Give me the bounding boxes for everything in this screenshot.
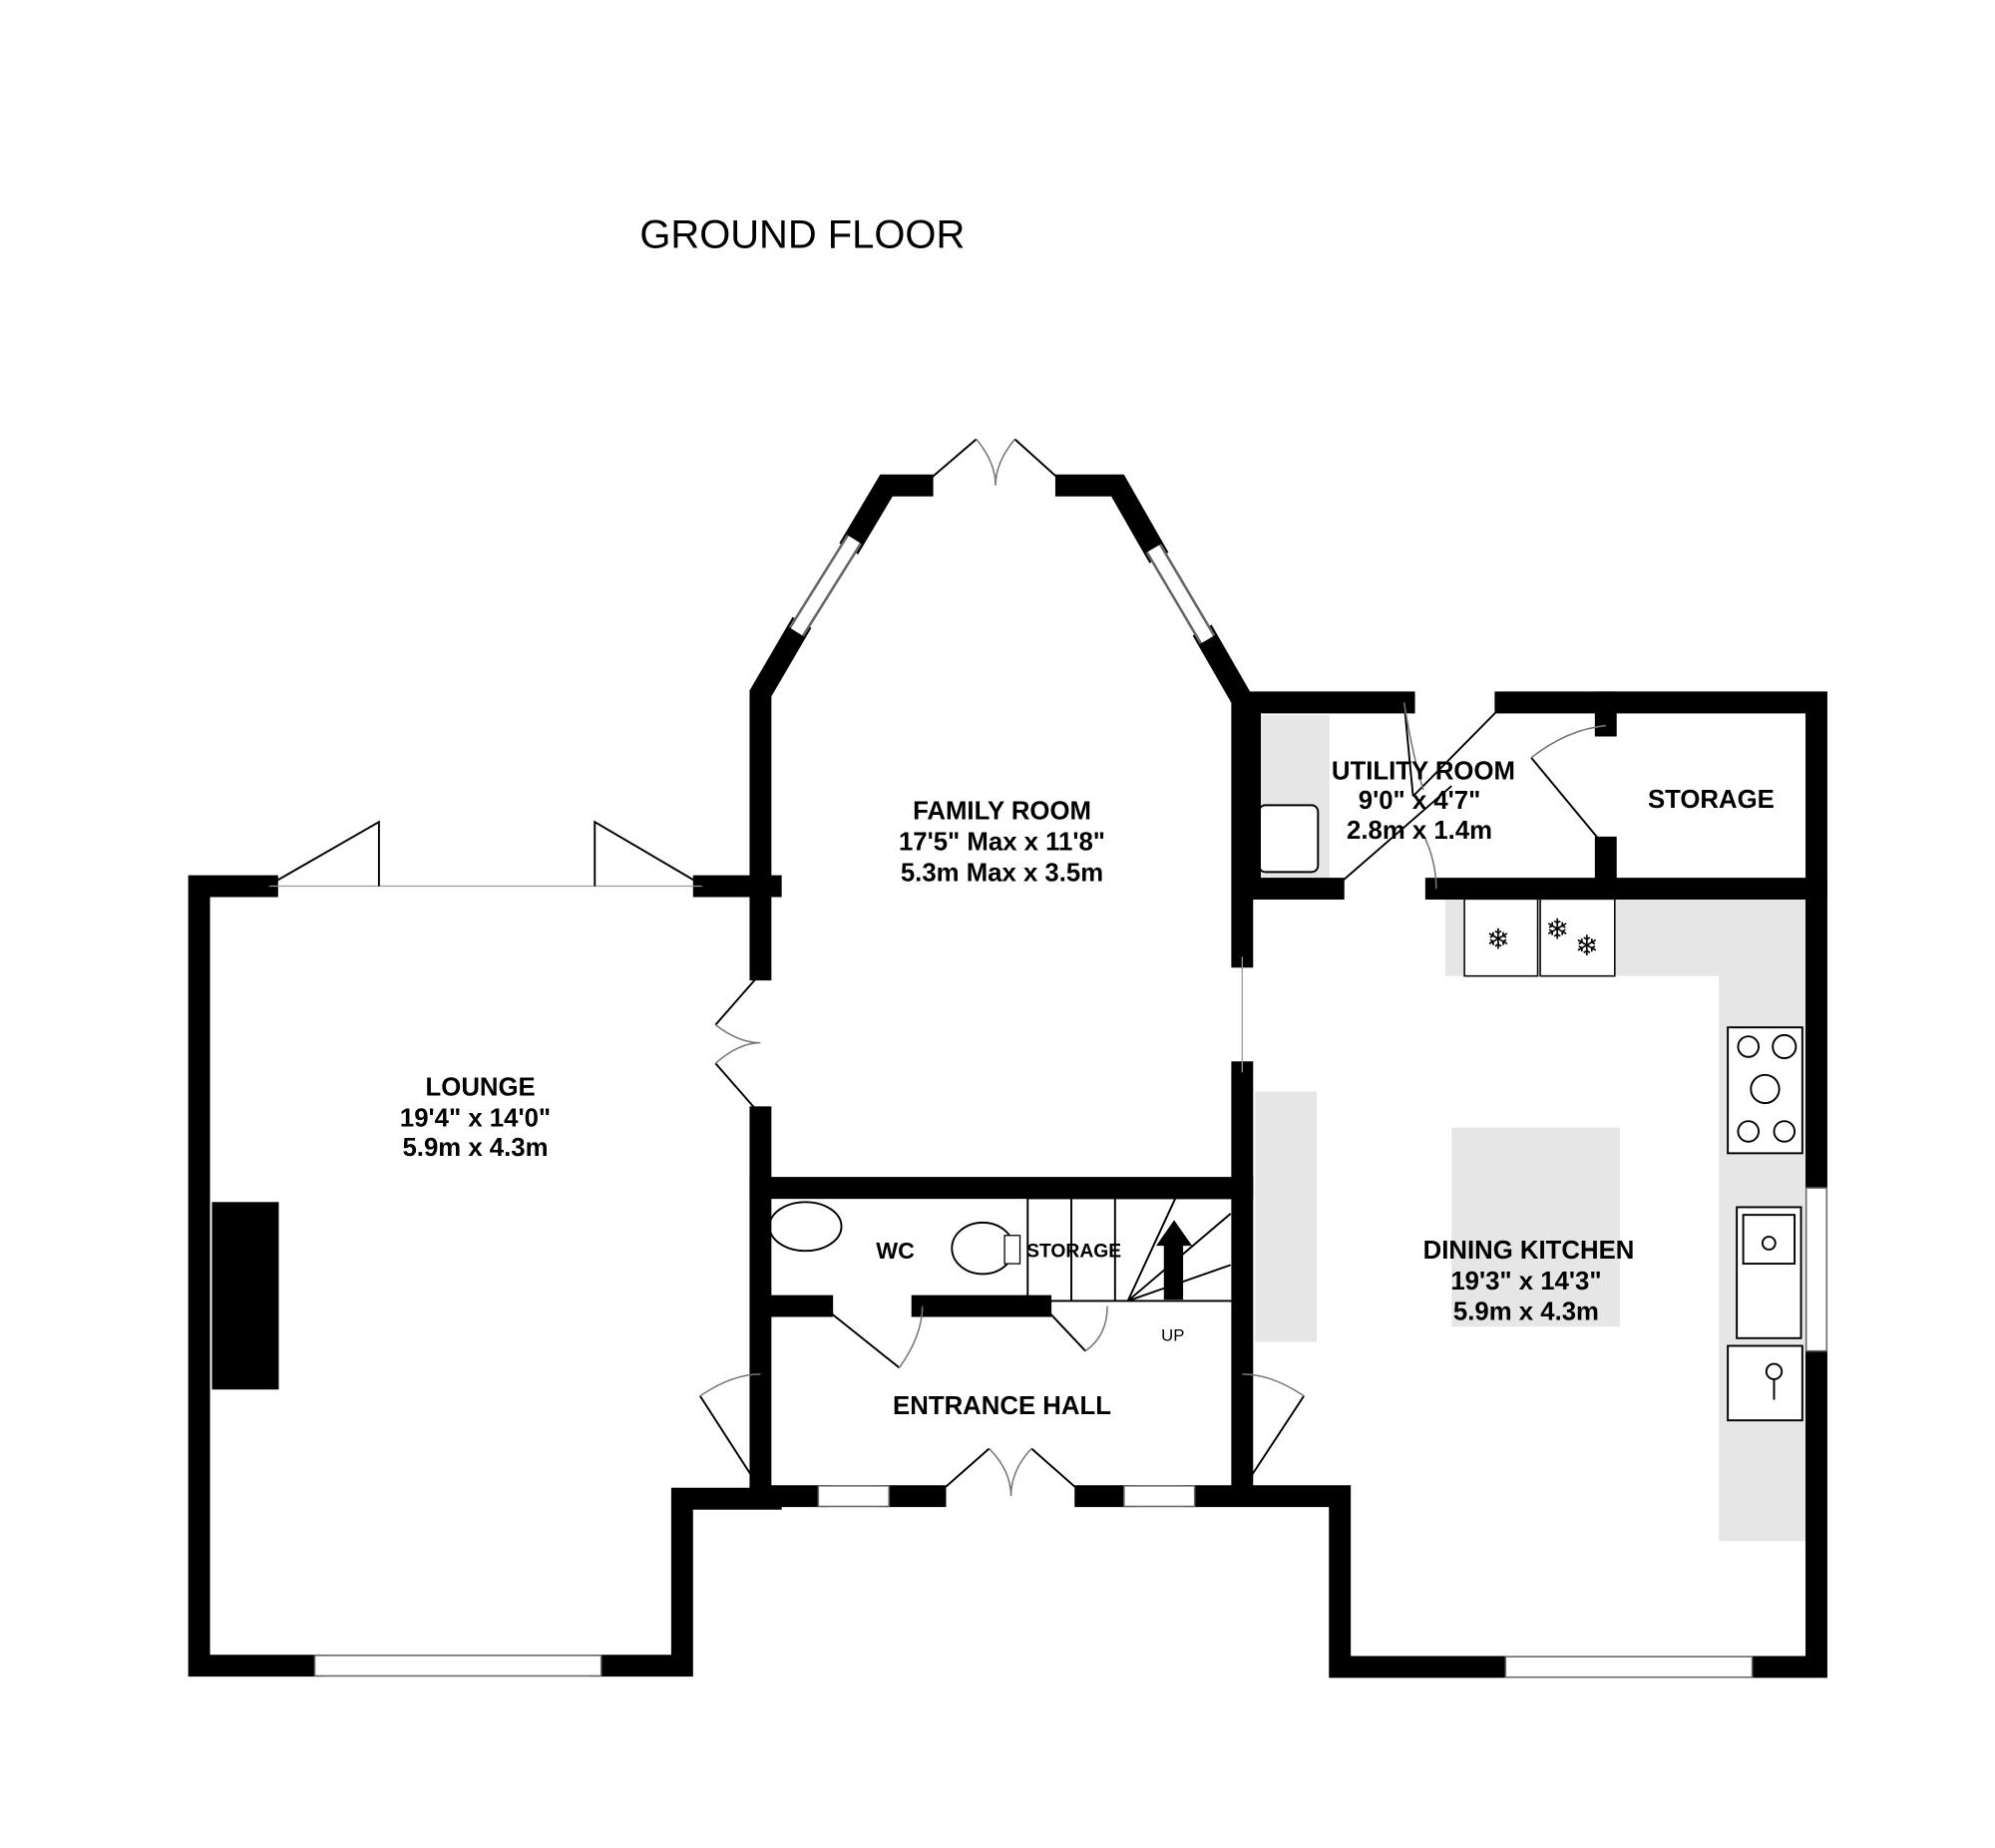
- room-dimensions-imperial: 17'5" Max x 11'8": [899, 828, 1105, 856]
- room-entrance-hall: ENTRANCE HALL: [893, 1392, 1111, 1420]
- room-storage-utility: STORAGE: [1648, 786, 1775, 814]
- room-dimensions-imperial: 19'3" x 14'3": [1450, 1268, 1601, 1295]
- room-family-room: FAMILY ROOM 17'5" Max x 11'8" 5.3m Max x…: [899, 798, 1105, 888]
- room-lounge: LOUNGE 19'4" x 14'0" 5.9m x 4.3m: [400, 1073, 551, 1162]
- doors: [266, 438, 1607, 1497]
- up-arrow-icon: [1156, 1220, 1193, 1300]
- room-dimensions-imperial: 9'0" x 4'7": [1359, 787, 1481, 815]
- room-utility-room: UTILITY ROOM 9'0" x 4'7" 2.8m x 1.4m: [1332, 758, 1515, 845]
- room-name: DINING KITCHEN: [1423, 1237, 1635, 1265]
- freezer-icon: [1539, 898, 1616, 977]
- room-dimensions-metric: 5.9m x 4.3m: [1453, 1298, 1599, 1326]
- window: [1504, 1656, 1754, 1678]
- utility-sink-icon: [1258, 804, 1320, 874]
- kitchen-worktop-left: [1255, 1091, 1318, 1342]
- room-dimensions-imperial: 19'4" x 14'0": [400, 1104, 551, 1132]
- room-wc: WC: [876, 1238, 915, 1264]
- walls: [188, 474, 1828, 1678]
- snowflake-icon: ❄: [1575, 931, 1599, 962]
- fixtures: ❄ ❄ ❄: [211, 715, 1807, 1542]
- room-name: LOUNGE: [426, 1073, 536, 1101]
- window: [1804, 1187, 1828, 1352]
- staircase: [1026, 1197, 1235, 1302]
- dining-table: [1451, 1127, 1620, 1327]
- fireplace: [211, 1202, 279, 1390]
- window: [313, 1655, 602, 1677]
- snowflake-icon: ❄: [1545, 915, 1569, 945]
- room-dimensions-metric: 2.8m x 1.4m: [1347, 817, 1492, 845]
- hob-icon: [1727, 1026, 1803, 1155]
- room-name: UTILITY ROOM: [1332, 758, 1515, 786]
- room-dimensions-metric: 5.9m x 4.3m: [402, 1134, 548, 1162]
- room-dimensions-metric: 5.3m Max x 3.5m: [901, 859, 1103, 887]
- room-dining-kitchen: DINING KITCHEN 19'3" x 14'3" 5.9m x 4.3m: [1423, 1237, 1635, 1326]
- kitchen-sink-icon: [1736, 1206, 1802, 1339]
- dishwasher-icon: [1727, 1344, 1803, 1422]
- stairs-up-label: UP: [1161, 1325, 1184, 1344]
- wc-basin-icon: [768, 1201, 843, 1253]
- room-storage-stairs: STORAGE: [1026, 1242, 1121, 1263]
- window: [817, 1485, 890, 1508]
- window: [1123, 1485, 1196, 1508]
- floor-title: GROUND FLOOR: [639, 213, 965, 257]
- room-name: FAMILY ROOM: [913, 798, 1091, 826]
- snowflake-icon: ❄: [1486, 925, 1510, 956]
- toilet-icon: [951, 1221, 1021, 1276]
